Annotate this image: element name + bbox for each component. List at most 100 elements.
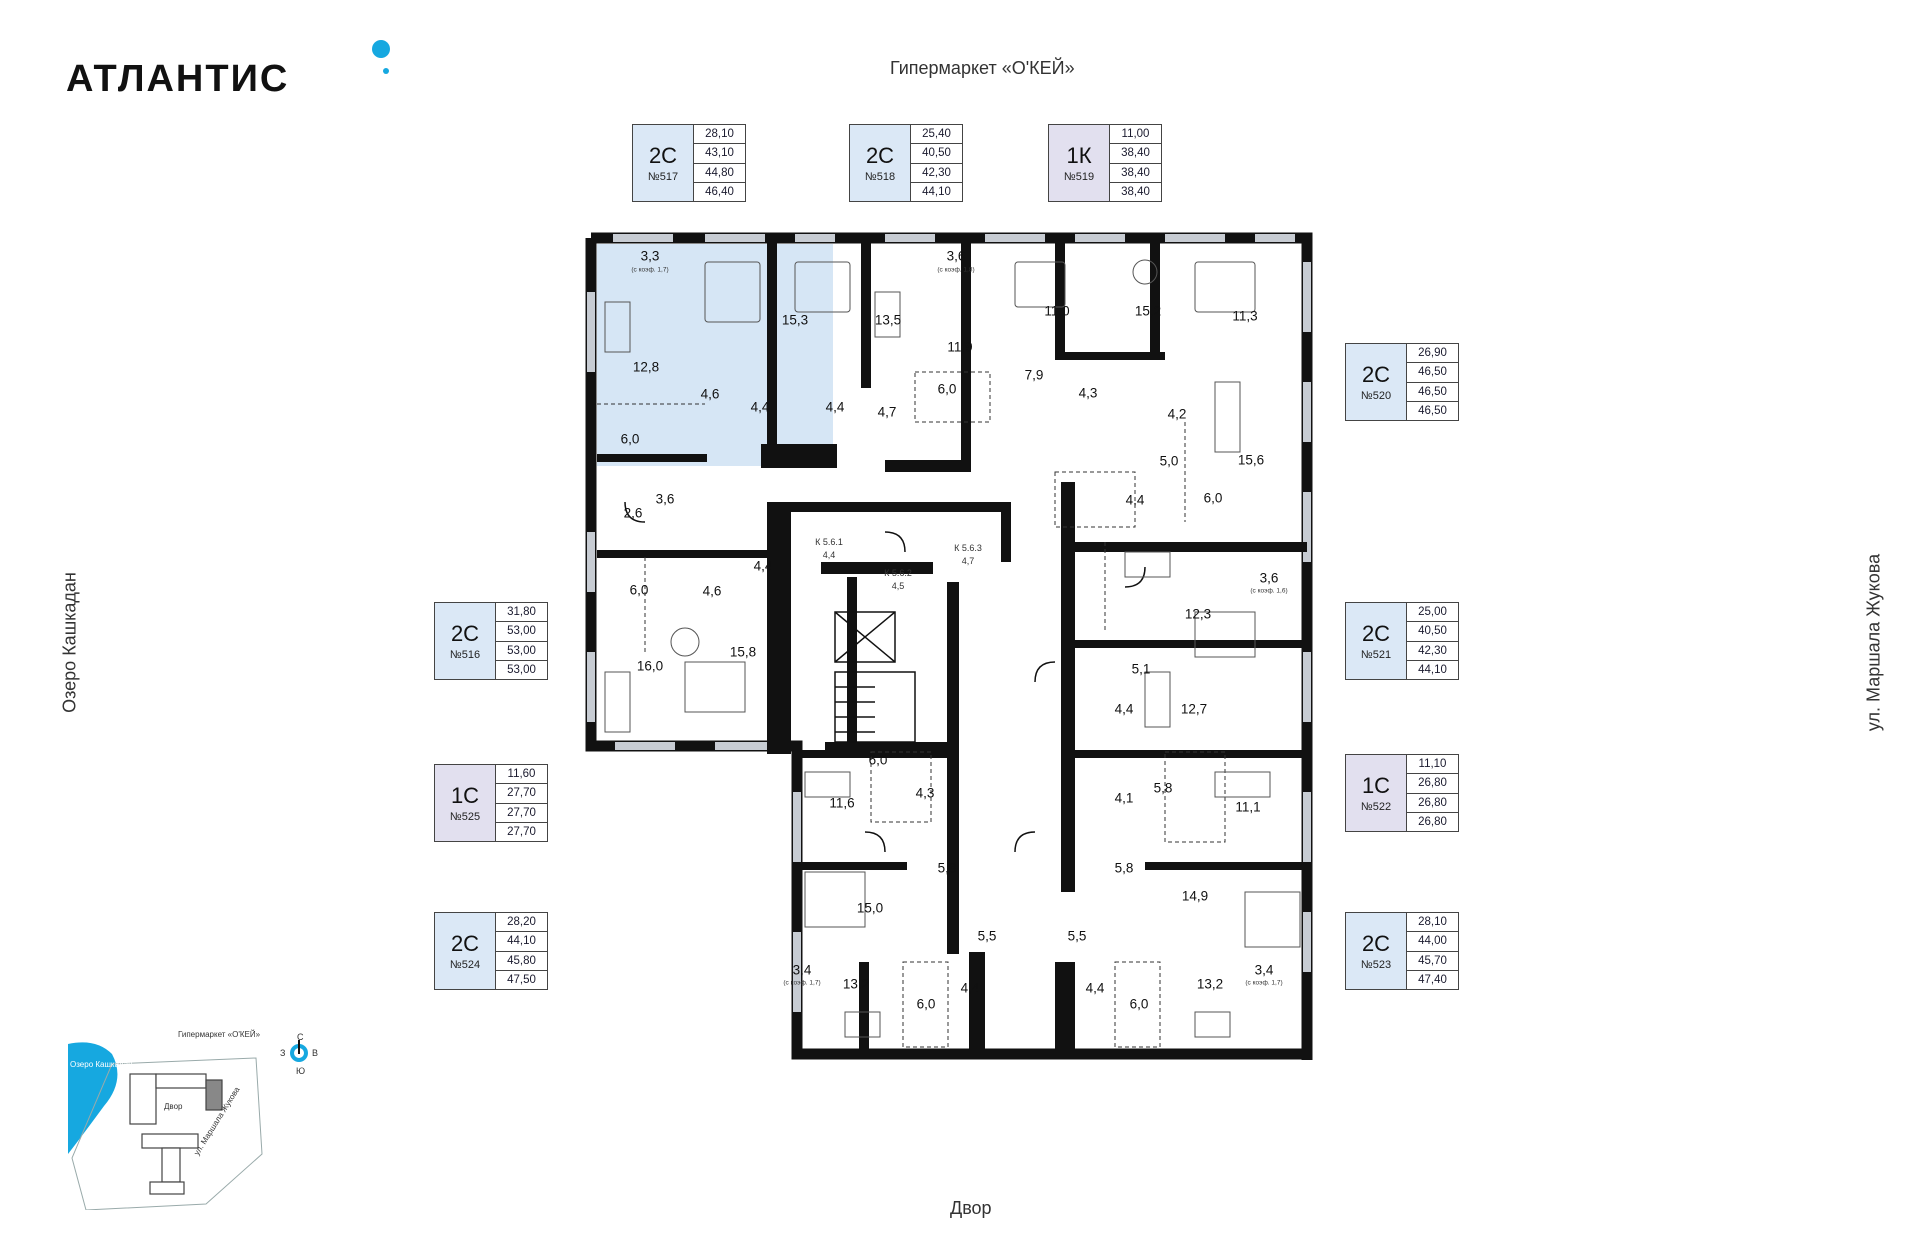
apartment-number: №516 [449,649,481,661]
compass-south: Ю [296,1066,306,1076]
floor-plan-drawing [585,232,1313,1060]
label-top-shop: Гипермаркет «О'КЕЙ» [890,58,1075,78]
apartment-number: №519 [1063,171,1095,183]
room-coefficient: (с коэф. 1,7) [1245,979,1283,987]
room-area: 5,8 [937,860,957,876]
room-area: 16,0 [636,658,664,674]
room-area: 3,6 [946,248,966,264]
storage-area: 4,5 [891,581,905,591]
storage-area: 4,7 [961,556,975,566]
storage-area: 4,4 [822,550,836,560]
area-value: 27,70 [496,784,547,804]
minimap-lake: Озеро Кашкадан [70,1060,133,1069]
apartment-number: №520 [1360,390,1392,402]
room-area: 13,2 [1196,976,1224,992]
area-value: 25,00 [1407,603,1458,623]
room-area: 5,8 [1114,860,1134,876]
brand-logo: АТЛАНТИС [66,58,290,100]
minimap-shop: Гипермаркет «О'КЕЙ» [178,1030,261,1039]
area-value: 26,80 [1418,815,1447,828]
room-area: 6,0 [916,996,936,1012]
label-left-lake: Озеро Кашкадан [59,572,80,713]
area-value: 28,10 [1407,913,1458,933]
area-value: 40,50 [1407,622,1458,642]
room-area: 4,4 [750,399,770,415]
room-area: 13,2 [842,976,870,992]
room-area: 4,3 [1078,385,1098,401]
apartment-type: 2С [450,621,480,646]
compass-east: В [312,1048,319,1058]
area-value: 47,40 [1418,973,1447,986]
room-area: 4,4 [1125,492,1145,508]
highlighted-apartment[interactable] [597,244,833,466]
room-area: 4,4 [960,980,980,996]
room-area: 4,3 [915,785,935,801]
room-area: 12,3 [1184,606,1212,622]
room-area: 2,6 [623,505,643,521]
area-value: 44,10 [922,185,951,198]
apartment-type: 2С [865,143,895,168]
area-value: 53,00 [496,642,547,661]
room-area: 4,4 [1114,701,1134,717]
room-area: 4,7 [877,404,897,420]
room-area: 6,0 [937,381,957,397]
area-value: 44,00 [1407,932,1458,952]
room-area: 14,9 [1181,888,1209,904]
room-area: 11,3 [1232,308,1258,324]
area-value: 46,50 [1407,383,1458,402]
room-area: 11,9 [947,339,973,355]
room-area: 13,5 [874,312,902,328]
minimap-yard: Двор [164,1102,183,1111]
room-area: 4,2 [1167,406,1187,422]
room-coefficient: (с коэф. 1,8) [937,266,975,274]
room-area: 5,5 [977,928,997,944]
area-value: 38,40 [1121,185,1150,198]
storage-name: К 5.6.3 [954,543,982,553]
logo-dot-icon [372,40,390,58]
room-area: 11,1 [1235,799,1261,815]
area-value: 42,30 [1407,642,1458,661]
label-bottom-yard: Двор [950,1198,992,1218]
room-area: 6,0 [868,752,888,768]
room-area: 6,0 [1129,996,1149,1012]
room-area: 3,3 [640,248,660,264]
apartment-number: №523 [1360,959,1392,971]
area-value: 42,30 [911,164,962,183]
room-area: 15,8 [729,644,757,660]
area-value: 40,50 [911,144,962,164]
apartment-type: 2С [1361,362,1391,387]
compass: С З В Ю [280,1032,322,1088]
room-area: 15,3 [781,312,809,328]
area-value: 11,10 [1407,755,1458,775]
area-value: 44,10 [1418,663,1447,676]
room-coefficient: (с коэф. 1,6) [1250,587,1288,595]
area-value: 28,10 [694,125,745,145]
label-right-street: ул. Маршала Жукова [1863,553,1884,732]
area-value: 43,10 [694,144,745,164]
area-value: 26,80 [1407,774,1458,794]
apartment-type: 1С [1361,773,1391,798]
area-value: 38,40 [1110,144,1161,164]
compass-needle-icon [298,1040,300,1054]
area-value: 44,80 [694,164,745,183]
apartment-number: №525 [449,811,481,823]
room-area: 5,1 [1131,661,1151,677]
area-value: 38,40 [1110,164,1161,183]
area-value: 27,70 [496,804,547,823]
apartment-number: №518 [864,171,896,183]
room-area: 5,8 [1153,780,1173,796]
room-area: 6,0 [620,431,640,447]
area-value: 46,40 [705,185,734,198]
area-value: 26,90 [1407,344,1458,364]
room-area: 15,0 [856,900,884,916]
